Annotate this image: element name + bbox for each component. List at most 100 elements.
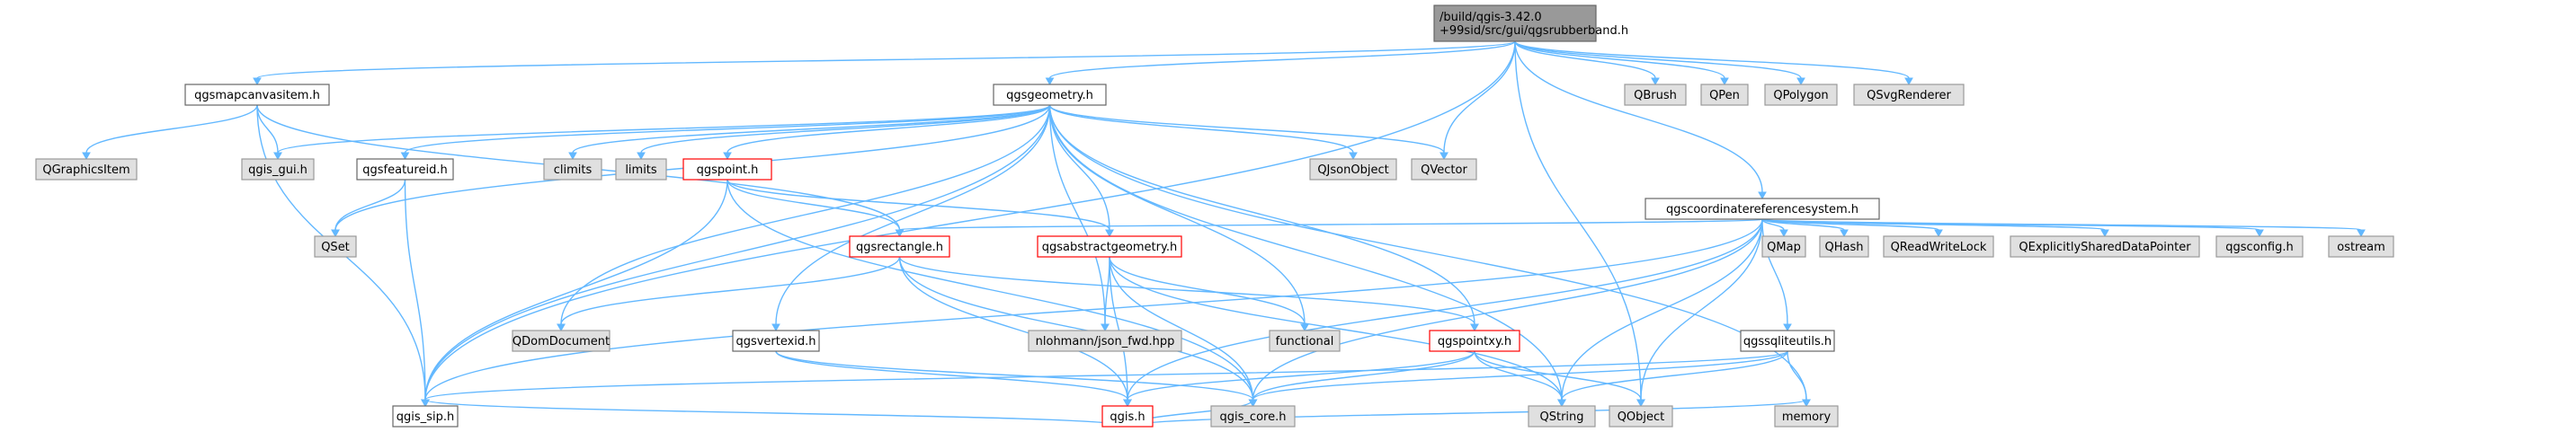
edge-crs-to-qreadwritelock bbox=[1761, 218, 1943, 238]
node-label: qgsrectangle.h bbox=[856, 241, 943, 254]
node-label: qgis.h bbox=[1110, 410, 1145, 424]
node-label: +99sid/src/gui/qgsrubberband.h bbox=[1440, 24, 1628, 38]
edge-point-to-qgis_core bbox=[726, 179, 1258, 408]
node-box bbox=[1037, 235, 1182, 258]
node-qmap[interactable]: QMap bbox=[1761, 235, 1806, 258]
edge-arrowhead bbox=[568, 152, 577, 161]
edge-line bbox=[726, 179, 1254, 401]
node-qgis_gui[interactable]: qgis_gui.h bbox=[241, 158, 315, 181]
node-box bbox=[1028, 330, 1182, 352]
edge-arrowhead bbox=[895, 229, 905, 238]
node-vertexid[interactable]: qgsvertexid.h bbox=[732, 330, 820, 352]
node-box bbox=[314, 235, 357, 258]
node-label: QHash bbox=[1825, 241, 1864, 254]
edge-pointxy-to-qstring bbox=[1474, 350, 1566, 408]
edge-line bbox=[572, 104, 1051, 154]
node-box bbox=[2010, 235, 2200, 258]
node-featureid[interactable]: qgsfeatureid.h bbox=[356, 158, 454, 181]
edge-line bbox=[726, 179, 1110, 231]
node-qset[interactable]: QSet bbox=[314, 235, 357, 258]
node-label: climits bbox=[554, 163, 593, 177]
node-qdomdocument[interactable]: QDomDocument bbox=[512, 330, 611, 352]
edge-line bbox=[424, 40, 1516, 401]
edge-sqliteutils-to-qgis_sip bbox=[421, 350, 1788, 408]
node-label: QJsonObject bbox=[1317, 163, 1388, 177]
edge-root-to-qpen bbox=[1514, 40, 1729, 86]
node-pointxy[interactable]: qgspointxy.h bbox=[1429, 330, 1520, 352]
edge-line bbox=[560, 256, 901, 325]
node-label: QSet bbox=[321, 241, 350, 254]
node-root[interactable]: /build/qgis-3.42.0+99sid/src/gui/qgsrubb… bbox=[1433, 4, 1628, 42]
edge-geometry-to-qgis_gui bbox=[273, 104, 1051, 161]
node-box bbox=[1645, 198, 1880, 220]
edge-arrowhead bbox=[273, 152, 282, 161]
edge-line bbox=[775, 350, 1128, 401]
edge-arrowhead bbox=[1101, 323, 1110, 332]
edge-line bbox=[775, 350, 1254, 401]
node-abstractgeometry[interactable]: qgsabstractgeometry.h bbox=[1037, 235, 1182, 258]
edge-abstractgeometry-to-functional bbox=[1109, 256, 1309, 332]
edge-geometry-to-qgis_sip bbox=[421, 104, 1051, 408]
node-functional[interactable]: functional bbox=[1269, 330, 1341, 352]
node-qsvgrenderer[interactable]: QSvgRenderer bbox=[1853, 84, 1965, 106]
node-box bbox=[184, 84, 330, 106]
edge-geometry-to-qvector bbox=[1048, 104, 1448, 161]
node-label: functional bbox=[1276, 335, 1334, 348]
node-climits[interactable]: climits bbox=[543, 158, 602, 181]
node-qpolygon[interactable]: QPolygon bbox=[1764, 84, 1838, 106]
node-jsonfwd[interactable]: nlohmann/json_fwd.hpp bbox=[1028, 330, 1182, 352]
node-point[interactable]: qgspoint.h bbox=[682, 158, 772, 181]
node-label: QGraphicsItem bbox=[42, 163, 129, 177]
edge-geometry-to-qjsonobject bbox=[1048, 104, 1358, 161]
node-label: /build/qgis-3.42.0 bbox=[1440, 11, 1542, 24]
edge-line bbox=[1048, 104, 1306, 325]
edge-line bbox=[1252, 350, 1475, 401]
edge-sqliteutils-to-qgis_core bbox=[1248, 350, 1788, 408]
edge-arrowhead bbox=[1651, 77, 1660, 86]
edge-line bbox=[726, 179, 901, 231]
node-limits[interactable]: limits bbox=[615, 158, 667, 181]
node-qgraphicsitem[interactable]: QGraphicsItem bbox=[35, 158, 138, 181]
edge-root-to-qpolygon bbox=[1514, 40, 1805, 86]
node-rectangle[interactable]: qgsrectangle.h bbox=[849, 235, 950, 258]
node-qreadwritelock[interactable]: QReadWriteLock bbox=[1883, 235, 1994, 258]
node-qgis_core[interactable]: qgis_core.h bbox=[1210, 405, 1296, 428]
edge-pointxy-to-qobject bbox=[1474, 350, 1645, 408]
edge-arrowhead bbox=[2255, 229, 2264, 238]
node-ostream[interactable]: ostream bbox=[2328, 235, 2394, 258]
edge-line bbox=[1787, 350, 1807, 401]
node-qgis_sip[interactable]: qgis_sip.h bbox=[392, 405, 459, 428]
node-qhash[interactable]: QHash bbox=[1819, 235, 1869, 258]
edge-sqliteutils-to-memory bbox=[1787, 350, 1811, 408]
edge-arrowhead bbox=[82, 152, 91, 161]
edge-point-to-qgis_sip bbox=[421, 179, 728, 408]
node-crs[interactable]: qgscoordinatereferencesystem.h bbox=[1645, 198, 1880, 220]
node-qjsonobject[interactable]: QJsonObject bbox=[1309, 158, 1397, 181]
edge-line bbox=[1514, 40, 1656, 79]
edge-root-to-qsvgrenderer bbox=[1514, 40, 1913, 86]
node-qgsconfig[interactable]: qgsconfig.h bbox=[2215, 235, 2304, 258]
node-geometry[interactable]: qgsgeometry.h bbox=[993, 84, 1107, 106]
node-qexplicit[interactable]: QExplicitlySharedDataPointer bbox=[2010, 235, 2200, 258]
node-mapcanvasitem[interactable]: qgsmapcanvasitem.h bbox=[184, 84, 330, 106]
node-box bbox=[356, 158, 454, 181]
edge-arrowhead bbox=[1440, 152, 1448, 161]
edge-arrowhead bbox=[1300, 323, 1309, 332]
node-qpen[interactable]: QPen bbox=[1700, 84, 1749, 106]
node-qobject[interactable]: QObject bbox=[1609, 405, 1673, 428]
node-sqliteutils[interactable]: qgssqliteutils.h bbox=[1740, 330, 1835, 352]
node-label: QReadWriteLock bbox=[1891, 241, 1987, 254]
edge-line bbox=[898, 256, 1128, 401]
edge-line bbox=[1048, 104, 1110, 231]
node-box bbox=[241, 158, 315, 181]
edge-sqliteutils-to-qstring bbox=[1557, 350, 1788, 408]
node-label: qgsgeometry.h bbox=[1006, 89, 1093, 102]
node-label: QString bbox=[1539, 410, 1583, 424]
node-qvector[interactable]: QVector bbox=[1411, 158, 1477, 181]
edge-root-to-qvector bbox=[1440, 40, 1516, 161]
edge-line bbox=[1561, 350, 1788, 401]
node-qstring[interactable]: QString bbox=[1528, 405, 1596, 428]
node-qbrush[interactable]: QBrush bbox=[1624, 84, 1687, 106]
node-qgis[interactable]: qgis.h bbox=[1101, 405, 1154, 428]
node-memory[interactable]: memory bbox=[1774, 405, 1839, 428]
